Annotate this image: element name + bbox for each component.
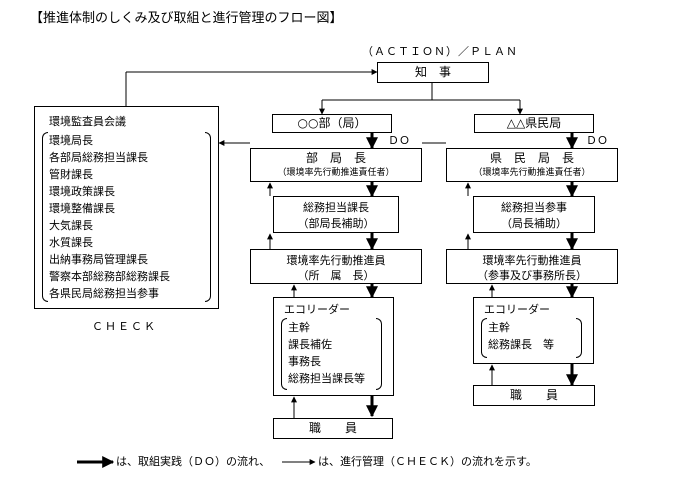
left-eco-item: 課長補佐 bbox=[288, 338, 332, 351]
right-eco-leader-box: エコリーダー 主幹 総務課長 等 bbox=[473, 297, 594, 364]
left-promoter-box: 環境率先行動推進員 （所 属 長） bbox=[250, 249, 422, 284]
committee-title: 環境監査員会議 bbox=[49, 115, 126, 128]
right-eco-leader-title: エコリーダー bbox=[484, 303, 550, 316]
department-label: ○○部（局） bbox=[297, 116, 367, 130]
right-eco-brace-left bbox=[481, 318, 487, 358]
committee-member: 各部局総務担当課長 bbox=[49, 151, 148, 164]
right-staff-box: 職 員 bbox=[473, 385, 595, 406]
right-assistant-subtitle: （局長補助） bbox=[501, 217, 567, 230]
left-eco-item: 主幹 bbox=[288, 321, 310, 334]
right-head-title: 県 民 局 長 bbox=[489, 151, 574, 165]
do-label-left: ＤＯ bbox=[388, 134, 410, 147]
page-title: 【推進体制のしくみ及び取組と進行管理のフロー図】 bbox=[30, 11, 343, 26]
check-label: ＣＨＥＣＫ bbox=[92, 320, 157, 333]
committee-member: 各県民局総務担当参事 bbox=[49, 287, 159, 300]
committee-member: 管財課長 bbox=[49, 168, 93, 181]
committee-member: 警察本部総務部総務課長 bbox=[49, 270, 170, 283]
right-promoter-title: 環境率先行動推進員 bbox=[482, 254, 582, 267]
action-plan-label: （ＡＣＴＩＯＮ）／ＰＬＡＮ bbox=[362, 45, 518, 58]
left-eco-leader-box: エコリーダー 主幹 課長補佐 事務長 総務担当課長等 bbox=[273, 297, 394, 396]
left-head-title: 部 局 長 bbox=[305, 151, 366, 165]
left-eco-item: 事務長 bbox=[288, 355, 321, 368]
pref-office-box: △△県民局 bbox=[474, 114, 594, 133]
committee-member: 環境政策課長 bbox=[49, 185, 115, 198]
legend-do-text: は、取組実践（ＤＯ）の流れ、 bbox=[116, 455, 271, 468]
committee-member: 環境局長 bbox=[49, 134, 93, 147]
committee-member: 出納事務局管理課長 bbox=[49, 253, 148, 266]
right-eco-item: 主幹 bbox=[488, 321, 510, 334]
left-eco-leader-title: エコリーダー bbox=[284, 303, 350, 316]
left-assistant-title: 総務担当課長 bbox=[303, 201, 369, 214]
right-staff-label: 職 員 bbox=[509, 388, 558, 402]
left-staff-label: 職 員 bbox=[308, 421, 357, 435]
do-label-right: ＤＯ bbox=[586, 134, 608, 147]
committee-brace-right bbox=[205, 132, 211, 302]
left-assistant-subtitle: （部局長補助） bbox=[297, 217, 375, 230]
legend-check-text: は、進行管理（ＣＨＥＣＫ）の流れを示す。 bbox=[318, 455, 537, 468]
right-promoter-box: 環境率先行動推進員 （参事及び事務所長） bbox=[446, 249, 618, 284]
committee-brace-left bbox=[42, 132, 48, 302]
governor-box: 知 事 bbox=[377, 62, 489, 83]
left-eco-brace-left bbox=[281, 318, 287, 390]
right-assistant-title: 総務担当参事 bbox=[501, 201, 567, 214]
left-promoter-subtitle: （所 属 長） bbox=[297, 269, 375, 282]
department-box: ○○部（局） bbox=[272, 114, 392, 133]
right-promoter-subtitle: （参事及び事務所長） bbox=[477, 269, 587, 282]
governor-label: 知 事 bbox=[414, 65, 451, 79]
left-eco-item: 総務担当課長等 bbox=[288, 372, 365, 385]
pref-office-label: △△県民局 bbox=[506, 116, 562, 130]
right-eco-item: 総務課長 等 bbox=[488, 338, 554, 351]
committee-member: 環境整備課長 bbox=[49, 202, 115, 215]
left-head-box: 部 局 長 （環境率先行動推進責任者） bbox=[250, 148, 422, 182]
left-staff-box: 職 員 bbox=[273, 418, 393, 439]
left-assistant-box: 総務担当課長 （部局長補助） bbox=[273, 196, 399, 233]
left-head-subtitle: （環境率先行動推進責任者） bbox=[277, 168, 395, 178]
left-eco-brace-right bbox=[376, 318, 382, 390]
left-promoter-title: 環境率先行動推進員 bbox=[286, 254, 386, 267]
committee-member: 大気課長 bbox=[49, 219, 93, 232]
right-eco-brace-right bbox=[576, 318, 582, 358]
right-assistant-box: 総務担当参事 （局長補助） bbox=[473, 196, 595, 233]
audit-committee-box: 環境監査員会議 環境局長 各部局総務担当課長 管財課長 環境政策課長 環境整備課… bbox=[34, 106, 219, 309]
right-head-box: 県 民 局 長 （環境率先行動推進責任者） bbox=[446, 148, 618, 182]
committee-member: 水質課長 bbox=[49, 236, 93, 249]
right-head-subtitle: （環境率先行動推進責任者） bbox=[473, 168, 591, 178]
